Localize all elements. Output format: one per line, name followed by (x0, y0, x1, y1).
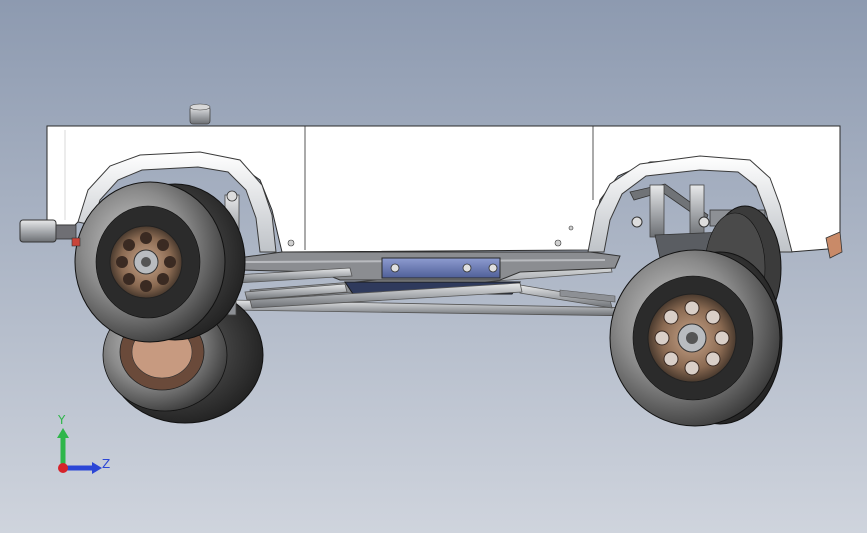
front-fender-flare (77, 151, 277, 253)
triad-z-label: Z (102, 457, 111, 471)
front-left-wheel[interactable] (74, 181, 246, 343)
axis-triad (57, 428, 102, 474)
triad-y-label: Y (58, 413, 66, 427)
front-links (234, 267, 523, 309)
rear-main-wheel[interactable] (609, 249, 783, 427)
rear-tail-light (825, 231, 843, 259)
skid-plate (344, 257, 521, 295)
front-tow-bracket (19, 219, 81, 247)
